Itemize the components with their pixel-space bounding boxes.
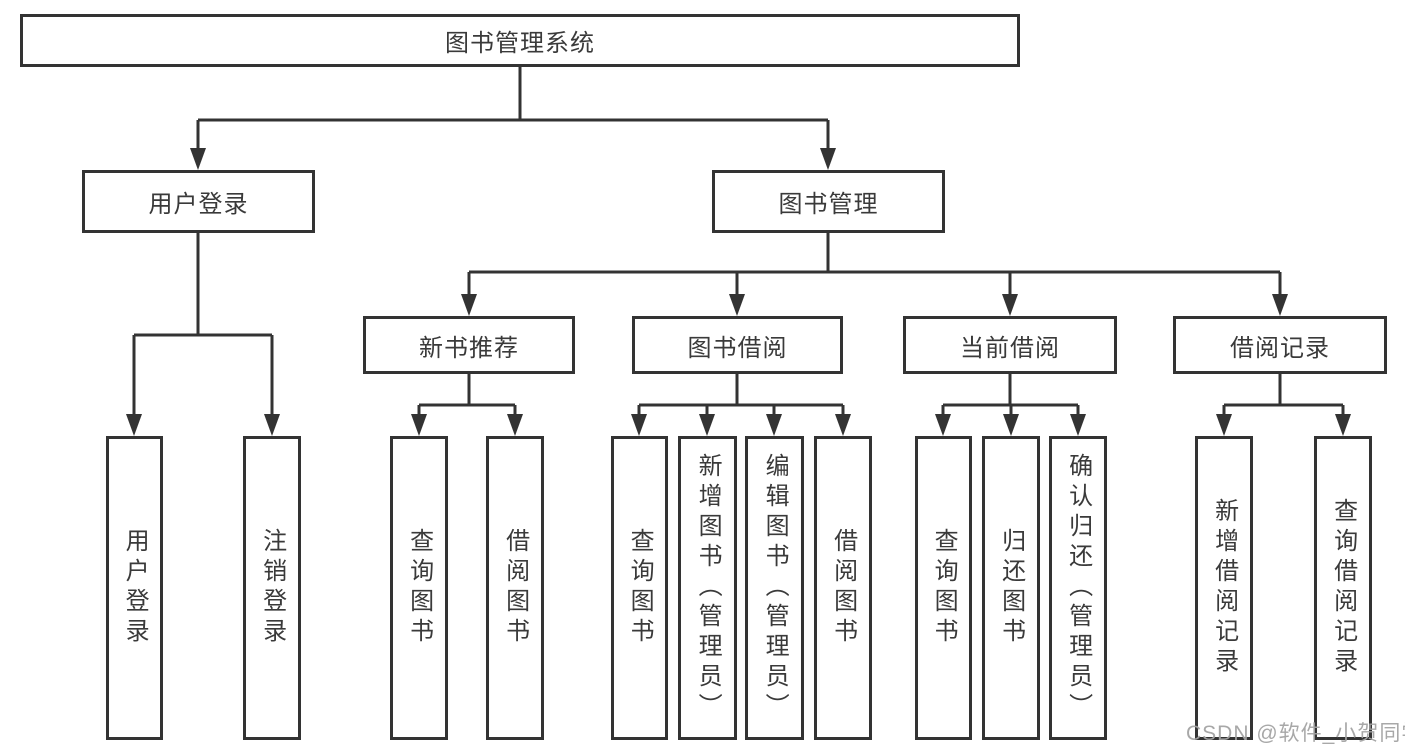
leaf-logout: 注销登录 [243,436,301,740]
node-label: 当前借阅 [960,334,1060,362]
leaf-label: 注销登录 [258,528,286,648]
node-label: 图书管理 [778,191,879,218]
leaf-label: 用户登录 [121,528,149,648]
node-label: 用户登录 [148,191,249,218]
node-borrowing-records: 借阅记录 [1173,316,1387,374]
node-current-borrowing: 当前借阅 [903,316,1117,374]
leaf-confirm-return-admin: 确认归还（管理员） [1049,436,1107,740]
leaf-label: 查询图书 [930,528,958,648]
leaf-return-books: 归还图书 [982,436,1040,740]
leaf-query-borrow-record: 查询借阅记录 [1314,436,1372,740]
node-new-book-recommendation: 新书推荐 [363,316,575,374]
node-label: 图书借阅 [687,334,788,362]
node-label: 借阅记录 [1230,334,1330,362]
leaf-borrow-books-newbook: 借阅图书 [486,436,544,740]
node-label: 新书推荐 [419,334,519,362]
leaf-query-books-current: 查询图书 [915,436,972,740]
node-book-borrowing: 图书借阅 [632,316,843,374]
leaf-add-borrow-record: 新增借阅记录 [1195,436,1253,740]
leaf-label: 查询图书 [405,528,433,648]
node-book-management: 图书管理 [712,170,945,233]
leaf-edit-books-admin: 编辑图书（管理员） [745,436,804,740]
leaf-query-books-borrowing: 查询图书 [611,436,668,740]
node-library-management-system: 图书管理系统 [20,14,1020,67]
csdn-watermark: CSDN @软件_小贺同学 [1186,722,1405,745]
leaf-label: 查询借阅记录 [1329,498,1357,678]
node-label: 图书管理系统 [445,30,595,57]
leaf-label: 借阅图书 [829,528,857,648]
leaf-user-login: 用户登录 [106,436,163,740]
node-user-login: 用户登录 [82,170,315,233]
leaf-label: 查询图书 [626,528,654,648]
leaf-label: 归还图书 [997,528,1025,648]
leaf-label: 新增借阅记录 [1210,498,1238,678]
leaf-label: 新增图书（管理员） [694,453,722,723]
leaf-add-books-admin: 新增图书（管理员） [678,436,737,740]
leaf-borrow-books-borrowing: 借阅图书 [814,436,872,740]
leaf-query-books-newbook: 查询图书 [390,436,448,740]
leaf-label: 借阅图书 [501,528,529,648]
leaf-label: 编辑图书（管理员） [761,453,789,723]
leaf-label: 确认归还（管理员） [1064,453,1092,723]
